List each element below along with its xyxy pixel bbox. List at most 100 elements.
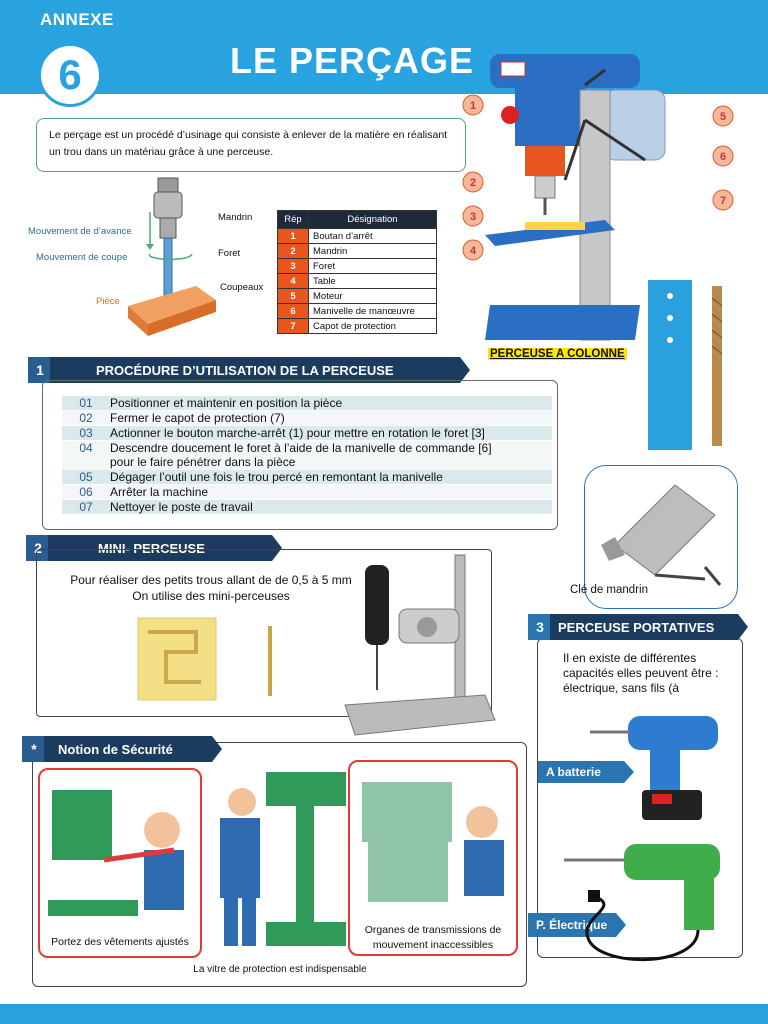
designation-cell: Mandrin bbox=[308, 243, 437, 259]
step-text: Fermer le capot de protection (7) bbox=[110, 411, 285, 425]
step-number: 07 bbox=[79, 500, 93, 514]
mini-drill-stand-illustration bbox=[344, 554, 496, 736]
annexe-number-badge: 6 bbox=[38, 43, 102, 107]
section1-title: PROCÉDURE D’UTILISATION DE LA PERCEUSE bbox=[50, 357, 470, 383]
label-coupe: Mouvement de coupe bbox=[36, 252, 128, 263]
designation-cell: Foret bbox=[308, 258, 437, 274]
rep-cell: 5 bbox=[277, 288, 309, 304]
callout-4: 4 bbox=[470, 245, 477, 257]
callout-5: 5 bbox=[720, 111, 726, 123]
rep-cell: 3 bbox=[277, 258, 309, 274]
callout-6: 6 bbox=[720, 151, 726, 163]
col-designation: Désignation bbox=[308, 210, 437, 229]
parts-table-header: Rép Désignation bbox=[277, 210, 437, 229]
section1-number: 1 bbox=[28, 357, 52, 383]
list-item: 01 Positionner et maintenir en position l… bbox=[62, 396, 552, 410]
press-callouts: 1 2 3 4 5 6 7 bbox=[462, 94, 734, 261]
label-avance: Mouvement de d’avance bbox=[28, 226, 132, 237]
electric-drill-illustration bbox=[564, 844, 720, 961]
label-foret: Foret bbox=[218, 248, 241, 259]
drill-bit-illustration bbox=[648, 280, 723, 450]
label-mandrin: Mandrin bbox=[218, 212, 253, 223]
chuck-box bbox=[584, 465, 738, 609]
procedure-box bbox=[42, 380, 558, 530]
safety-card-2 bbox=[348, 760, 518, 956]
label-coupeaux: Coupeaux bbox=[220, 282, 264, 293]
drill-diagram bbox=[128, 177, 216, 336]
step-number: 05 bbox=[79, 470, 93, 484]
safety-caption-3: La vitre de protection est indispensable bbox=[193, 964, 367, 975]
mini-drill-text: Pour réaliser des petits trous allant de… bbox=[56, 572, 366, 604]
step-number: 04 bbox=[79, 441, 93, 455]
battery-drill-illustration bbox=[590, 716, 718, 820]
safety-star: * bbox=[22, 736, 46, 762]
step-text-continued: pour le faire pénétrer dans la pièce bbox=[110, 455, 296, 469]
chuck-illustration bbox=[601, 484, 722, 586]
page-title: LE PERÇAGE bbox=[230, 40, 475, 81]
step-number: 01 bbox=[79, 396, 93, 410]
column-drill-press-illustration: 1 2 3 4 5 6 7 bbox=[462, 54, 734, 341]
callout-1: 1 bbox=[470, 100, 476, 112]
list-item: 05 Dégager l’outil une fois le trou percé… bbox=[62, 470, 552, 484]
list-item: 02 Fermer le capot de protection (7) bbox=[62, 411, 552, 425]
step-number: 03 bbox=[79, 426, 93, 440]
battery-tag: A batterie bbox=[538, 761, 634, 783]
step-text: Actionner le bouton marche-arrêt (1) pou… bbox=[110, 426, 485, 440]
chuck-caption: Clé de mandrin bbox=[570, 584, 648, 596]
mini-drill-line-2: On utilise des mini-perceuses bbox=[132, 589, 290, 603]
header-bar bbox=[0, 0, 768, 94]
rep-cell: 4 bbox=[277, 273, 309, 289]
designation-cell: Moteur bbox=[308, 288, 437, 304]
step-text: Nettoyer le poste de travail bbox=[110, 500, 253, 514]
intro-text: Le perçage est un procédé d’usinage qui … bbox=[49, 129, 448, 158]
safety-illustration-transmission bbox=[362, 782, 504, 902]
pcb-and-bit-illustration bbox=[137, 617, 272, 701]
electric-tag: P. Électrique bbox=[528, 913, 626, 937]
safety-caption-1: Portez des vêtements ajustés bbox=[51, 936, 189, 948]
step-text: Dégager l’outil une fois le trou percé e… bbox=[110, 470, 443, 484]
designation-cell: Boutan d’arrêt bbox=[308, 228, 437, 244]
label-piece: Pièce bbox=[96, 296, 120, 307]
rep-cell: 1 bbox=[277, 228, 309, 244]
safety-title: Notion de Sécurité bbox=[44, 736, 222, 762]
footer-bar bbox=[0, 1004, 768, 1024]
safety-box bbox=[32, 742, 527, 987]
callout-2: 2 bbox=[470, 177, 476, 189]
list-item: 03 Actionner le bouton marche-arrêt (1) p… bbox=[62, 426, 552, 440]
designation-cell: Table bbox=[308, 273, 437, 289]
step-number: 06 bbox=[79, 485, 93, 499]
section2-title: MINI- PERCEUSE bbox=[48, 535, 282, 561]
designation-cell: Capot de protection bbox=[308, 318, 437, 334]
step-text: Positionner et maintenir en position la … bbox=[110, 396, 343, 410]
annexe-number: 6 bbox=[58, 51, 82, 98]
step-text: Descendre doucement le foret à l’aide de… bbox=[110, 441, 492, 455]
step-number: 02 bbox=[79, 411, 93, 425]
callout-3: 3 bbox=[470, 211, 476, 223]
portable-drill-text: Il en existe de différentes capacités el… bbox=[563, 651, 719, 695]
intro-box: Le perçage est un procédé d’usinage qui … bbox=[36, 118, 466, 172]
press-caption: PERCEUSE A COLONNE bbox=[488, 348, 627, 360]
safety-illustration-clothing bbox=[48, 790, 184, 916]
annexe-label: ANNEXE bbox=[40, 10, 114, 29]
mini-drill-box bbox=[36, 549, 492, 717]
designation-cell: Manivelle de manœuvre bbox=[308, 303, 437, 319]
mini-drill-line-1: Pour réaliser des petits trous allant de… bbox=[70, 573, 352, 587]
rep-cell: 2 bbox=[277, 243, 309, 259]
list-item: 07 Nettoyer le poste de travail bbox=[62, 500, 552, 514]
section3-title: PERCEUSE PORTATIVES bbox=[550, 614, 748, 640]
rep-cell: 6 bbox=[277, 303, 309, 319]
section2-number: 2 bbox=[26, 535, 50, 561]
safety-illustration-glass bbox=[220, 772, 346, 946]
safety-caption-2: Organes de transmissions de mouvement in… bbox=[364, 924, 502, 951]
safety-card-1 bbox=[38, 768, 202, 958]
col-rep: Rép bbox=[277, 210, 309, 229]
